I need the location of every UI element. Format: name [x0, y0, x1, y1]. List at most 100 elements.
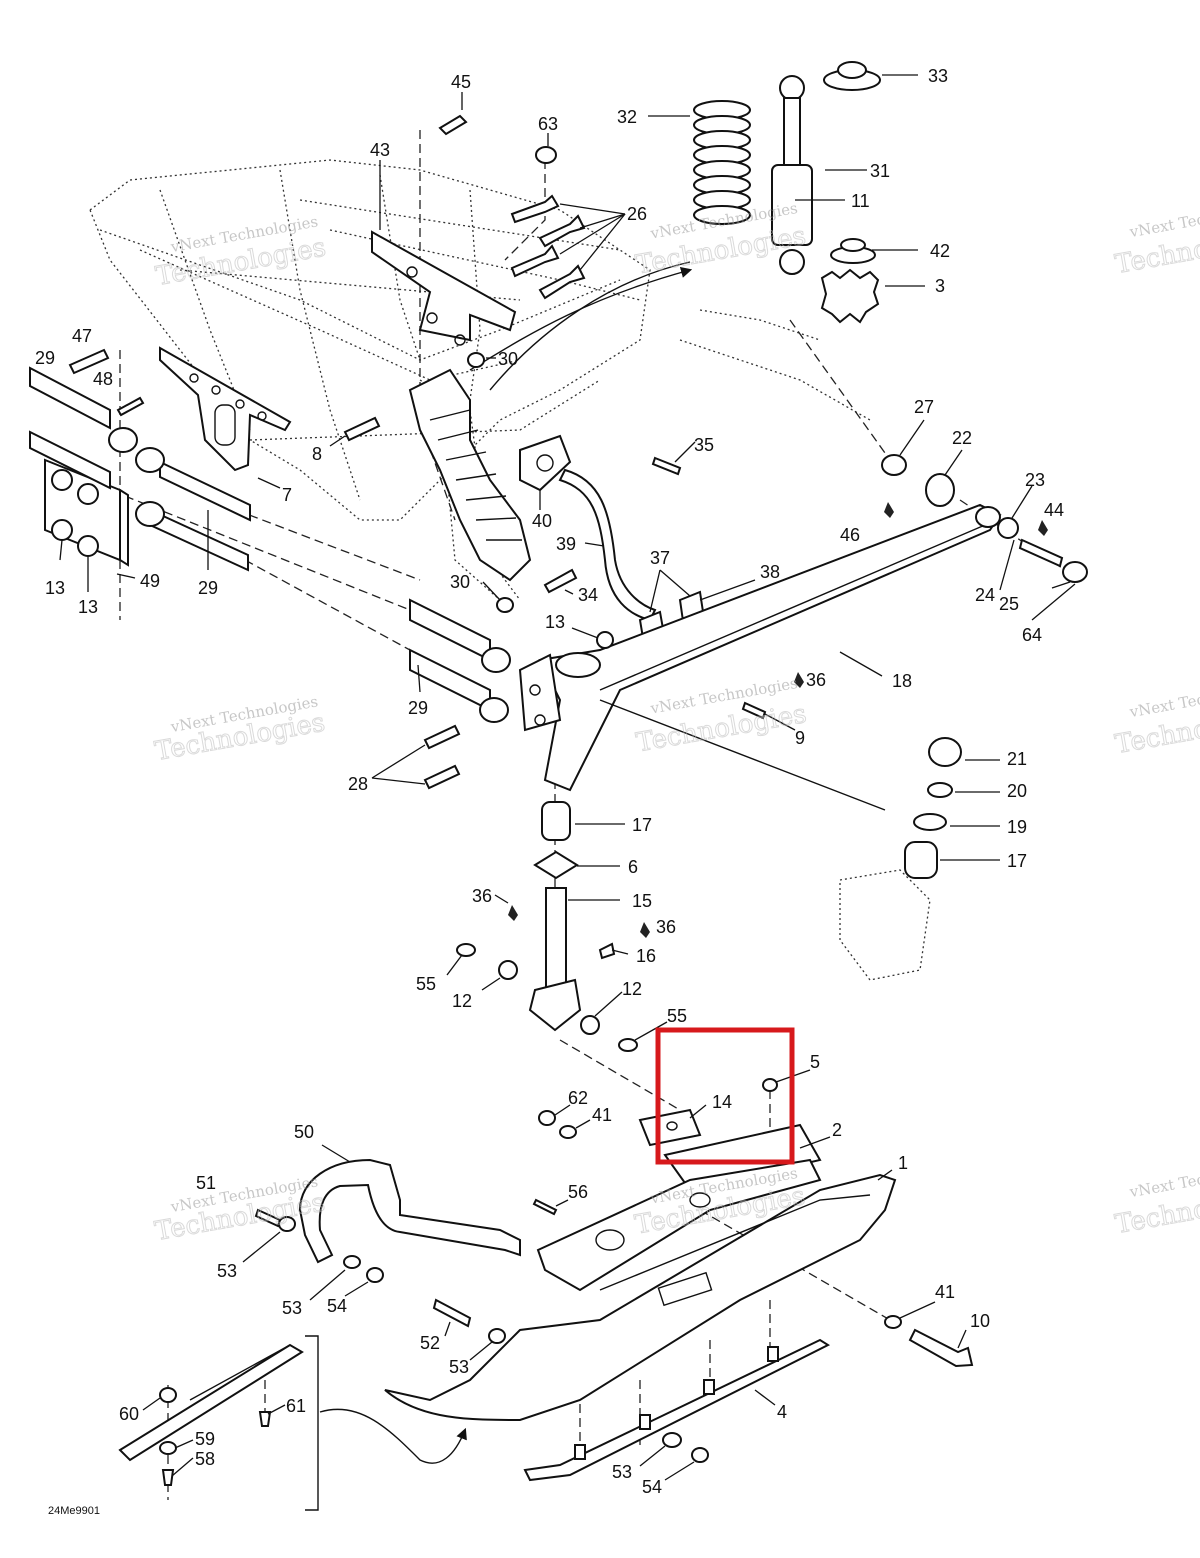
callout-38: 38 — [760, 562, 780, 582]
callout-29a: 29 — [35, 348, 55, 368]
callout-13a: 13 — [45, 578, 65, 598]
drop-44-icon — [1038, 520, 1048, 536]
callout-8: 8 — [312, 444, 322, 464]
upper-bracket-assembly — [371, 114, 693, 391]
washer-55b-shape — [618, 1038, 638, 1052]
bolt-51-shape — [254, 1208, 282, 1228]
callout-62: 62 — [568, 1088, 588, 1108]
cap-64-shape — [1062, 561, 1088, 583]
pin-35-shape — [651, 456, 682, 476]
callout-28: 28 — [348, 774, 368, 794]
runner-4-shape — [523, 1338, 831, 1482]
bushings-shape — [108, 427, 511, 723]
cup-33-shape — [823, 61, 881, 91]
ski-wear-bar-inset — [118, 1335, 319, 1511]
callout-6: 6 — [628, 857, 638, 877]
bolt-52-shape — [432, 1298, 472, 1328]
left-mount-assembly — [29, 346, 511, 723]
callout-53c: 53 — [449, 1357, 469, 1377]
callout-48: 48 — [93, 369, 113, 389]
callout-52: 52 — [420, 1333, 440, 1353]
callout-12a: 12 — [622, 979, 642, 999]
washer-53a-shape — [278, 1216, 296, 1232]
callout-2: 2 — [832, 1120, 842, 1140]
bushing-12b-shape — [580, 1015, 600, 1035]
callout-53a: 53 — [217, 1261, 237, 1281]
callout-27: 27 — [914, 397, 934, 417]
callout-25: 25 — [999, 594, 1019, 614]
callout-49: 49 — [140, 571, 160, 591]
tubes-29-shape — [29, 366, 491, 712]
callout-17a: 17 — [632, 815, 652, 835]
callout-22: 22 — [952, 428, 972, 448]
bolt-45-shape — [438, 114, 468, 136]
callout-56: 56 — [568, 1182, 588, 1202]
callout-34: 34 — [578, 585, 598, 605]
callout-42: 42 — [930, 241, 950, 261]
callout-26: 26 — [627, 204, 647, 224]
watermark-line1: vNext Technologies — [1127, 198, 1200, 242]
shock-absorber-assembly — [693, 61, 881, 324]
a-arm-18-shape — [538, 503, 1002, 792]
clip-20-shape — [927, 782, 953, 798]
screw-61-shape — [258, 1411, 272, 1427]
callout-61: 61 — [286, 1396, 306, 1416]
callout-23: 23 — [1025, 470, 1045, 490]
callout-41a: 41 — [592, 1105, 612, 1125]
ski-bracket-shape — [536, 1158, 822, 1292]
bushing-12a-shape — [498, 960, 518, 980]
bolt-8-shape — [343, 416, 381, 442]
arm-40-shape — [519, 434, 572, 492]
bolt-28b-shape — [423, 764, 461, 790]
drop-36c-icon — [640, 922, 650, 938]
nut-62-shape — [538, 1110, 556, 1126]
right-spindle-parts — [904, 737, 962, 879]
callout-63: 63 — [538, 114, 558, 134]
nut-30a-shape — [467, 352, 485, 368]
callout-43: 43 — [370, 140, 390, 160]
callout-21: 21 — [1007, 749, 1027, 769]
nut-54b-shape — [691, 1447, 709, 1463]
callout-40: 40 — [532, 511, 552, 531]
nut-5-shape — [762, 1078, 778, 1092]
spindle-15-shape — [545, 887, 567, 999]
nut-60-shape — [159, 1387, 177, 1403]
callout-13c: 13 — [545, 612, 565, 632]
pin-48-shape — [116, 396, 145, 417]
callout-58: 58 — [195, 1449, 215, 1469]
a-arm-assembly — [518, 503, 1002, 811]
bolt-9-shape — [741, 701, 767, 720]
plate-14-shape — [638, 1108, 702, 1147]
washer-53d-shape — [662, 1432, 682, 1448]
callout-45: 45 — [451, 72, 471, 92]
watermark-line1: vNext Technologies — [1127, 1158, 1200, 1202]
callout-15: 15 — [632, 891, 652, 911]
callout-47: 47 — [72, 326, 92, 346]
callout-12b: 12 — [452, 991, 472, 1011]
callout-31: 31 — [870, 161, 890, 181]
callout-29b: 29 — [198, 578, 218, 598]
bolt-10-shape — [908, 1328, 974, 1368]
nut-30b-shape — [496, 597, 514, 613]
drop-46-icon — [884, 502, 894, 518]
callout-30a: 30 — [498, 349, 518, 369]
spindle-assembly — [423, 631, 650, 1052]
callout-5: 5 — [810, 1052, 820, 1072]
callout-53b: 53 — [282, 1298, 302, 1318]
callout-3: 3 — [935, 276, 945, 296]
callout-36a: 36 — [806, 670, 826, 690]
highlight-box — [655, 1027, 795, 1165]
bolt-34-shape — [543, 568, 578, 594]
shock-31-shape — [771, 75, 813, 275]
callout-41b: 41 — [935, 1282, 955, 1302]
callout-46: 46 — [840, 525, 860, 545]
callout-39: 39 — [556, 534, 576, 554]
watermarks: vNext Technologies Technologies vNext Te… — [152, 198, 1200, 1248]
callout-18: 18 — [892, 671, 912, 691]
ring-23-shape — [997, 517, 1019, 539]
spindle-base-shape — [528, 978, 582, 1032]
drop-36b-icon — [508, 905, 518, 921]
callout-64: 64 — [1022, 625, 1042, 645]
drop-36a-icon — [794, 672, 804, 688]
watermark-line1: vNext Technologies — [1127, 678, 1200, 722]
